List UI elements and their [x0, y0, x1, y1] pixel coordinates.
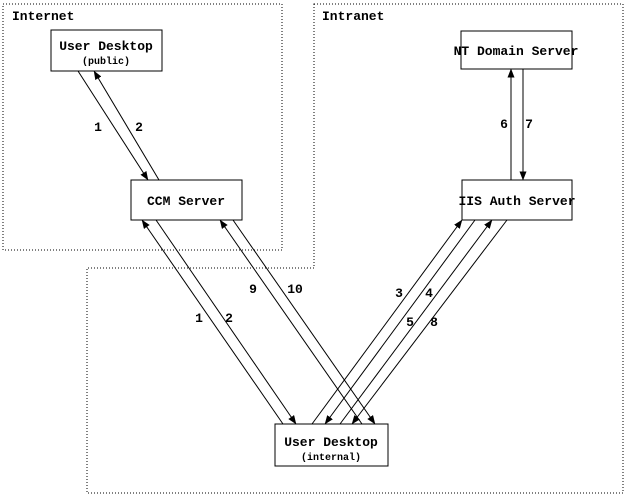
- edge-line-4-iis-to-internal-desktop: [324, 219, 476, 425]
- nt-domain-server-label: NT Domain Server: [454, 44, 579, 59]
- edge-label-2-ccm-to-internal-desktop: 2: [225, 311, 233, 326]
- node-iis-auth-server: IIS Auth Server: [458, 179, 576, 221]
- node-user-desktop-internal: User Desktop (internal): [274, 423, 389, 467]
- edge-line-2-ccm-to-internal-desktop: [155, 219, 297, 425]
- internet-zone-label: Internet: [12, 9, 74, 24]
- edge-label-8-iis-to-internal-desktop: 8: [430, 315, 438, 330]
- edge-label-9-internal-desktop-to-ccm: 9: [249, 282, 257, 297]
- edge-line-2-ccm-to-public-desktop: [93, 70, 160, 181]
- edge-line-1-internal-desktop-to-ccm: [141, 219, 284, 425]
- edge-label-10-ccm-to-internal-desktop: 10: [287, 282, 303, 297]
- edge-label-6-iis-to-nt-domain: 6: [500, 117, 508, 132]
- user-desktop-internal-label: User Desktop: [284, 435, 378, 450]
- edge-label-4-iis-to-internal-desktop: 4: [425, 286, 433, 301]
- edge-line-1-public-desktop-to-ccm: [77, 70, 149, 181]
- ccm-server-box: [130, 179, 243, 221]
- internet-zone-border: [2, 3, 283, 251]
- user-desktop-public-label: User Desktop: [59, 39, 153, 54]
- edge-line-10-ccm-to-internal-desktop: [232, 219, 376, 425]
- intranet-zone-border: [86, 3, 624, 494]
- node-ccm-server: CCM Server: [130, 179, 243, 221]
- node-user-desktop-public: User Desktop (public): [50, 29, 163, 72]
- user-desktop-internal-sublabel: (internal): [301, 452, 361, 464]
- nt-domain-server-box: [460, 30, 573, 70]
- user-desktop-public-box: [50, 29, 163, 72]
- edge-line-3-internal-desktop-to-iis: [311, 219, 463, 425]
- edge-label-2-ccm-to-public-desktop: 2: [135, 120, 143, 135]
- edge-line-9-internal-desktop-to-ccm: [219, 219, 363, 425]
- node-nt-domain-server: NT Domain Server: [454, 30, 579, 70]
- edge-label-1-internal-desktop-to-ccm: 1: [195, 311, 203, 326]
- intranet-zone-label: Intranet: [322, 9, 384, 24]
- edge-label-3-internal-desktop-to-iis: 3: [395, 286, 403, 301]
- edge-label-7-nt-domain-to-iis: 7: [525, 117, 533, 132]
- ccm-server-label: CCM Server: [147, 194, 225, 209]
- edge-label-5-internal-desktop-to-iis: 5: [406, 315, 414, 330]
- iis-auth-server-box: [461, 179, 573, 221]
- edge-line-5-internal-desktop-to-iis: [339, 219, 493, 425]
- edge-line-8-iis-to-internal-desktop: [351, 219, 508, 425]
- edge-label-1-public-desktop-to-ccm: 1: [94, 120, 102, 135]
- iis-auth-server-label: IIS Auth Server: [458, 194, 575, 209]
- user-desktop-public-sublabel: (public): [82, 56, 130, 68]
